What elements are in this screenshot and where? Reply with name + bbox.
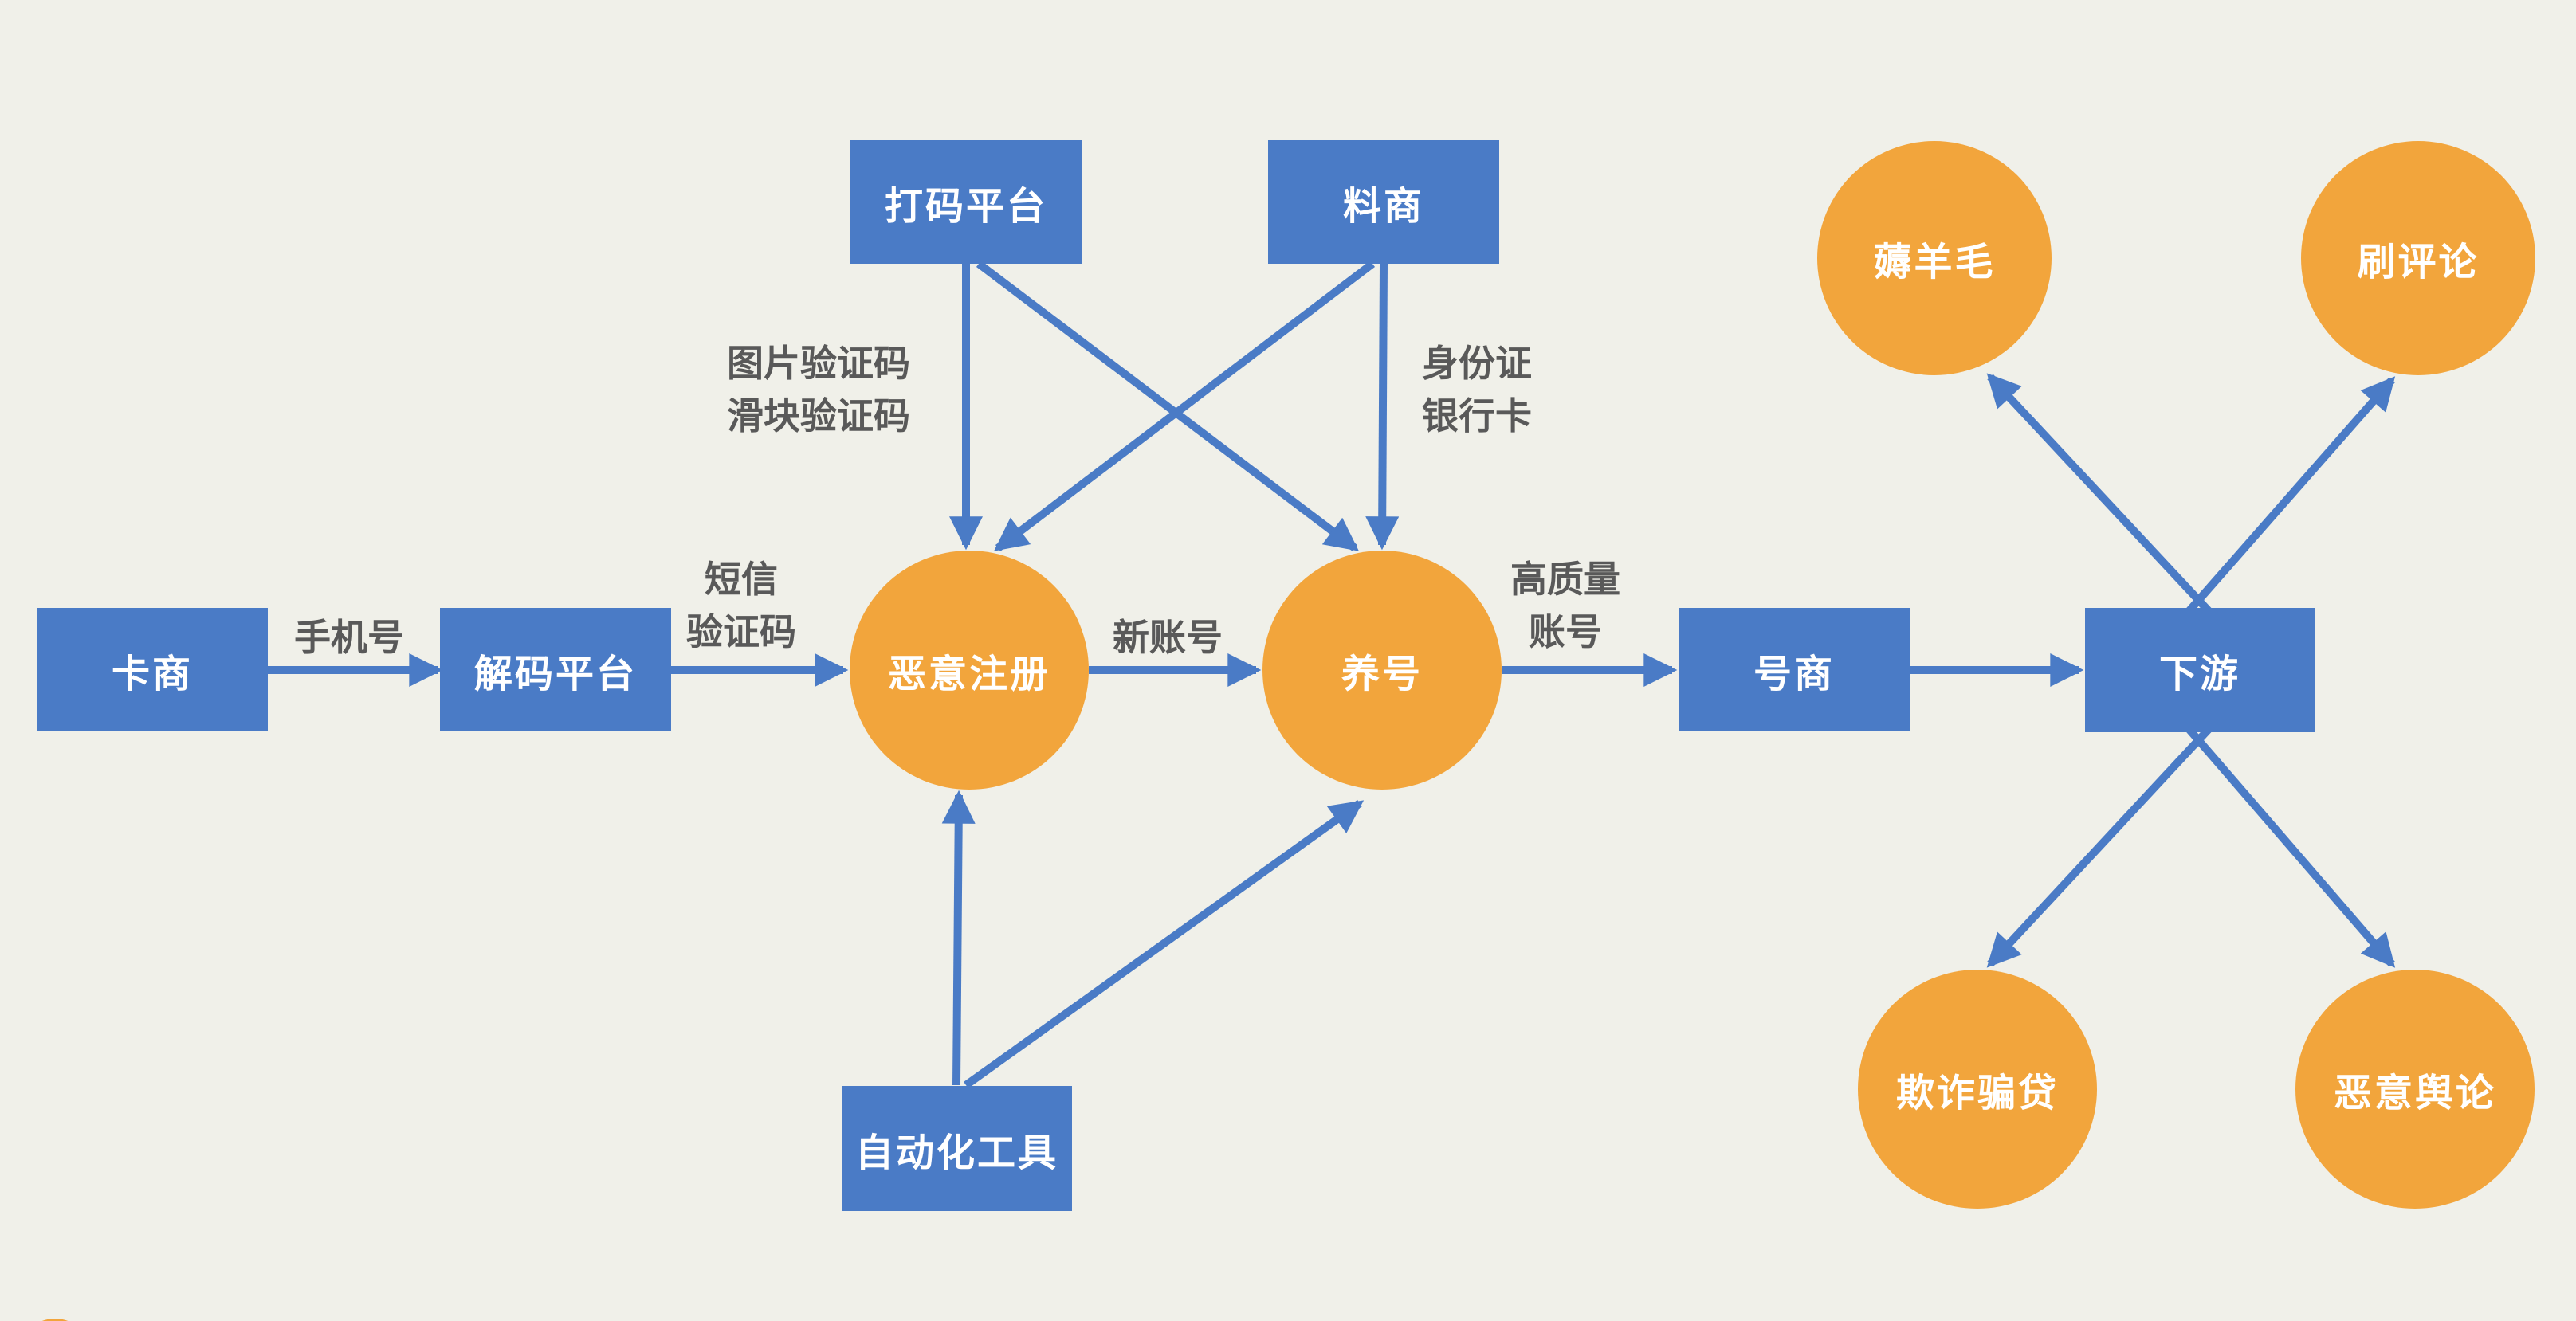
node-circle-account-farming: 养号 — [1262, 551, 1502, 790]
arrow-xiayou-to-review-spamming — [2182, 376, 2396, 618]
edge-label-line: 短信 — [705, 559, 778, 600]
arrow-liaoshang-to-registration — [993, 261, 1376, 551]
node-box-automation-tools: 自动化工具 — [842, 1086, 1072, 1211]
edge-label-line: 新账号 — [1113, 617, 1223, 658]
edge-label-line: 账号 — [1529, 611, 1602, 653]
edge-label-line: 银行卡 — [1422, 395, 1532, 437]
node-circle-malicious-registration: 恶意注册 — [850, 551, 1089, 790]
edge-label-high-quality-account: 高质量账号 — [1510, 553, 1620, 658]
edge-label-captcha-types: 图片验证码滑块验证码 — [727, 337, 910, 442]
arrow-automation-to-farming — [964, 799, 1365, 1089]
edge-label-line: 高质量 — [1510, 559, 1620, 600]
arrow-xiayou-to-loan-fraud — [1986, 722, 2216, 968]
edge-label-line: 图片验证码 — [727, 343, 910, 384]
node-box-haoshang: 号商 — [1679, 608, 1910, 731]
node-box-dama-platform: 打码平台 — [850, 140, 1082, 264]
edge-label-sms-code: 短信验证码 — [686, 553, 796, 658]
node-circle-wool-pulling: 薅羊毛 — [1817, 141, 2052, 375]
node-box-liaoshang: 料商 — [1268, 140, 1499, 264]
node-box-decode-platform: 解码平台 — [440, 608, 671, 731]
partial-circle-decoration — [18, 1319, 92, 1321]
arrow-automation-to-registration — [941, 790, 976, 1086]
node-box-xiayou: 下游 — [2085, 608, 2315, 732]
arrow-liaoshang-to-farming — [1365, 263, 1400, 551]
edge-label-line: 验证码 — [686, 611, 796, 653]
edge-label-line: 身份证 — [1422, 343, 1532, 384]
edge-label-new-account: 新账号 — [1113, 611, 1223, 664]
edge-label-line: 手机号 — [294, 617, 404, 658]
edge-label-identity-bank-card: 身份证银行卡 — [1422, 337, 1532, 442]
node-circle-review-spamming: 刷评论 — [2301, 141, 2535, 375]
arrow-dama-to-farming — [976, 261, 1360, 551]
node-box-kashang: 卡商 — [37, 608, 268, 731]
arrow-xiayou-to-wool-pulling — [1986, 373, 2216, 618]
edge-label-line: 滑块验证码 — [727, 395, 910, 437]
node-circle-loan-fraud: 欺诈骗贷 — [1858, 970, 2097, 1209]
node-circle-malicious-opinion: 恶意舆论 — [2295, 970, 2535, 1209]
edge-label-phone-number: 手机号 — [294, 611, 404, 664]
arrow-xiayou-to-malicious-opinion — [2182, 722, 2396, 968]
